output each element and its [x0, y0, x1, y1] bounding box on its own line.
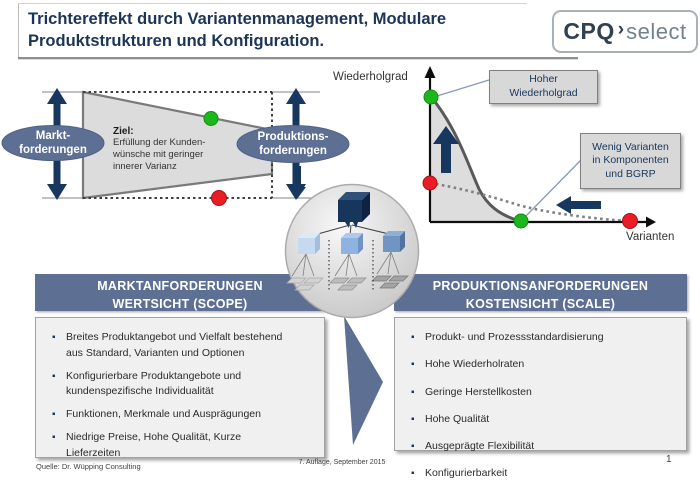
market-requirements-list: Breites Produktangebot und Vielfalt best… — [36, 318, 324, 461]
list-item: Niedrige Preise, Hohe Qualität, Kurze Li… — [52, 430, 318, 462]
module-cube-dark-icon — [383, 231, 405, 252]
module-cube-light-icon — [298, 233, 320, 254]
production-requirements-panel: Produkt- und Prozessstandardisierung Hoh… — [394, 317, 687, 481]
part-links — [291, 251, 400, 277]
callout-right-connector — [523, 159, 582, 219]
y-axis-arrowhead — [424, 66, 436, 78]
x-axis-arrowhead — [646, 216, 656, 228]
list-item: Hohe Qualität — [411, 412, 680, 428]
production-ellipse-label: Produktions- forderungen — [257, 131, 329, 157]
list-item: Ausgeprägte Flexibilität — [411, 439, 680, 455]
goal-text: Ziel: Erfüllung der Kunden- wünsche mit … — [113, 126, 238, 173]
cpq-select-logo: CPQ › select — [552, 10, 698, 53]
list-item: Konfigurierbarkeit — [411, 466, 680, 482]
x-axis-label: Varianten — [626, 231, 675, 243]
module-cube-medium-icon — [341, 233, 363, 254]
list-item: Produkt- und Prozessstandardisierung — [411, 330, 680, 346]
parent-cube-icon — [338, 192, 370, 228]
part-plates-group2 — [329, 277, 367, 291]
logo-select-text: select — [626, 18, 687, 44]
list-item: Konfigurierbare Produktangebote und kund… — [52, 369, 318, 401]
transition-chevron — [344, 316, 383, 445]
solid-curve — [429, 95, 523, 223]
y-axis-label: Wiederholgrad — [333, 71, 408, 83]
goal-title: Ziel: — [113, 126, 134, 137]
green-dot-funnel — [203, 111, 219, 126]
chart-area-fill — [431, 97, 521, 222]
red-dot-funnel — [211, 190, 227, 206]
left-arrow-icon — [556, 196, 601, 214]
logo-chevron-icon: › — [617, 18, 625, 40]
list-item: Funktionen, Merkmale und Ausprägungen — [52, 407, 318, 423]
title-box: Trichtereffekt durch Variantenmanagement… — [18, 3, 527, 58]
red-dot-axis — [422, 175, 438, 191]
green-dot-xaxis — [513, 213, 529, 229]
callout-few-variants: Wenig Varianten in Komponenten und BGRP — [580, 133, 681, 189]
production-requirements-list: Produkt- und Prozessstandardisierung Hoh… — [395, 318, 686, 482]
goal-body: Erfüllung der Kunden- wünsche mit gering… — [113, 137, 206, 173]
list-item: Geringe Herstellkosten — [411, 385, 680, 401]
callout-high-repetition: Hoher Wiederholgrad — [489, 70, 598, 104]
list-item: Hohe Wiederholraten — [411, 357, 680, 373]
market-ellipse-label: Markt- forderungen — [19, 130, 87, 156]
callout-top-connector — [436, 79, 490, 97]
footer-source: Quelle: Dr. Wüpping Consulting — [36, 462, 141, 471]
market-requirements-header: MARKTANFORDERUNGEN WERTSICHT (SCOPE) — [35, 274, 325, 311]
page-title: Trichtereffekt durch Variantenmanagement… — [28, 10, 447, 50]
green-dot-axis — [423, 89, 439, 105]
market-requirements-panel: Breites Produktangebot und Vielfalt best… — [35, 317, 325, 461]
up-arrow-icon — [433, 126, 459, 173]
production-requirements-header: PRODUKTIONSANFORDERUNGEN KOSTENSICHT (SC… — [394, 274, 687, 311]
list-item: Breites Produktangebot und Vielfalt best… — [52, 330, 318, 362]
page-number: 1 — [666, 454, 672, 465]
logo-cpq-text: CPQ — [563, 18, 615, 44]
footer-edition: 7. Auflage, September 2015 — [298, 459, 386, 466]
red-dot-xaxis — [622, 213, 638, 229]
title-underline — [18, 57, 578, 59]
down-arrow-icon — [288, 166, 306, 199]
